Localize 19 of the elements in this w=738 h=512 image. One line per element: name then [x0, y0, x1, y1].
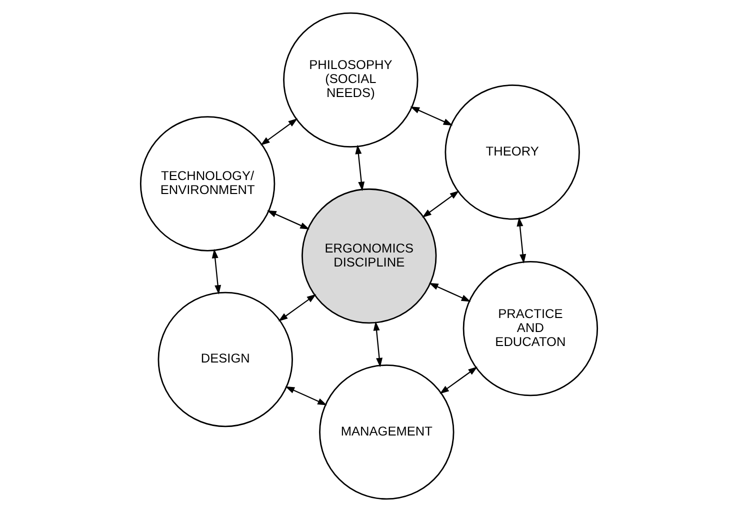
arrow	[516, 217, 526, 264]
node-circle: MANAGEMENT	[319, 364, 454, 500]
node-circle: TECHNOLOGY/ ENVIRONMENT	[140, 116, 276, 252]
arrow	[260, 118, 298, 146]
arrow	[285, 386, 327, 406]
arrow	[278, 294, 316, 322]
node-circle: DESIGN	[158, 292, 293, 428]
node-circle: PHILOSOPHY (SOCIAL NEEDS)	[283, 12, 418, 148]
arrow	[212, 248, 222, 294]
arrow	[373, 321, 383, 368]
arrow	[422, 190, 460, 218]
node-circle: THEORY	[444, 84, 580, 220]
arrow	[355, 144, 365, 192]
arrow	[428, 282, 471, 302]
node-circle: PRACTICE AND EDUCATON	[462, 260, 598, 396]
arrow	[410, 106, 453, 126]
arrow	[267, 210, 310, 230]
arrow	[440, 366, 478, 394]
node-circle: ERGONOMICS DISCIPLINE	[302, 188, 437, 324]
